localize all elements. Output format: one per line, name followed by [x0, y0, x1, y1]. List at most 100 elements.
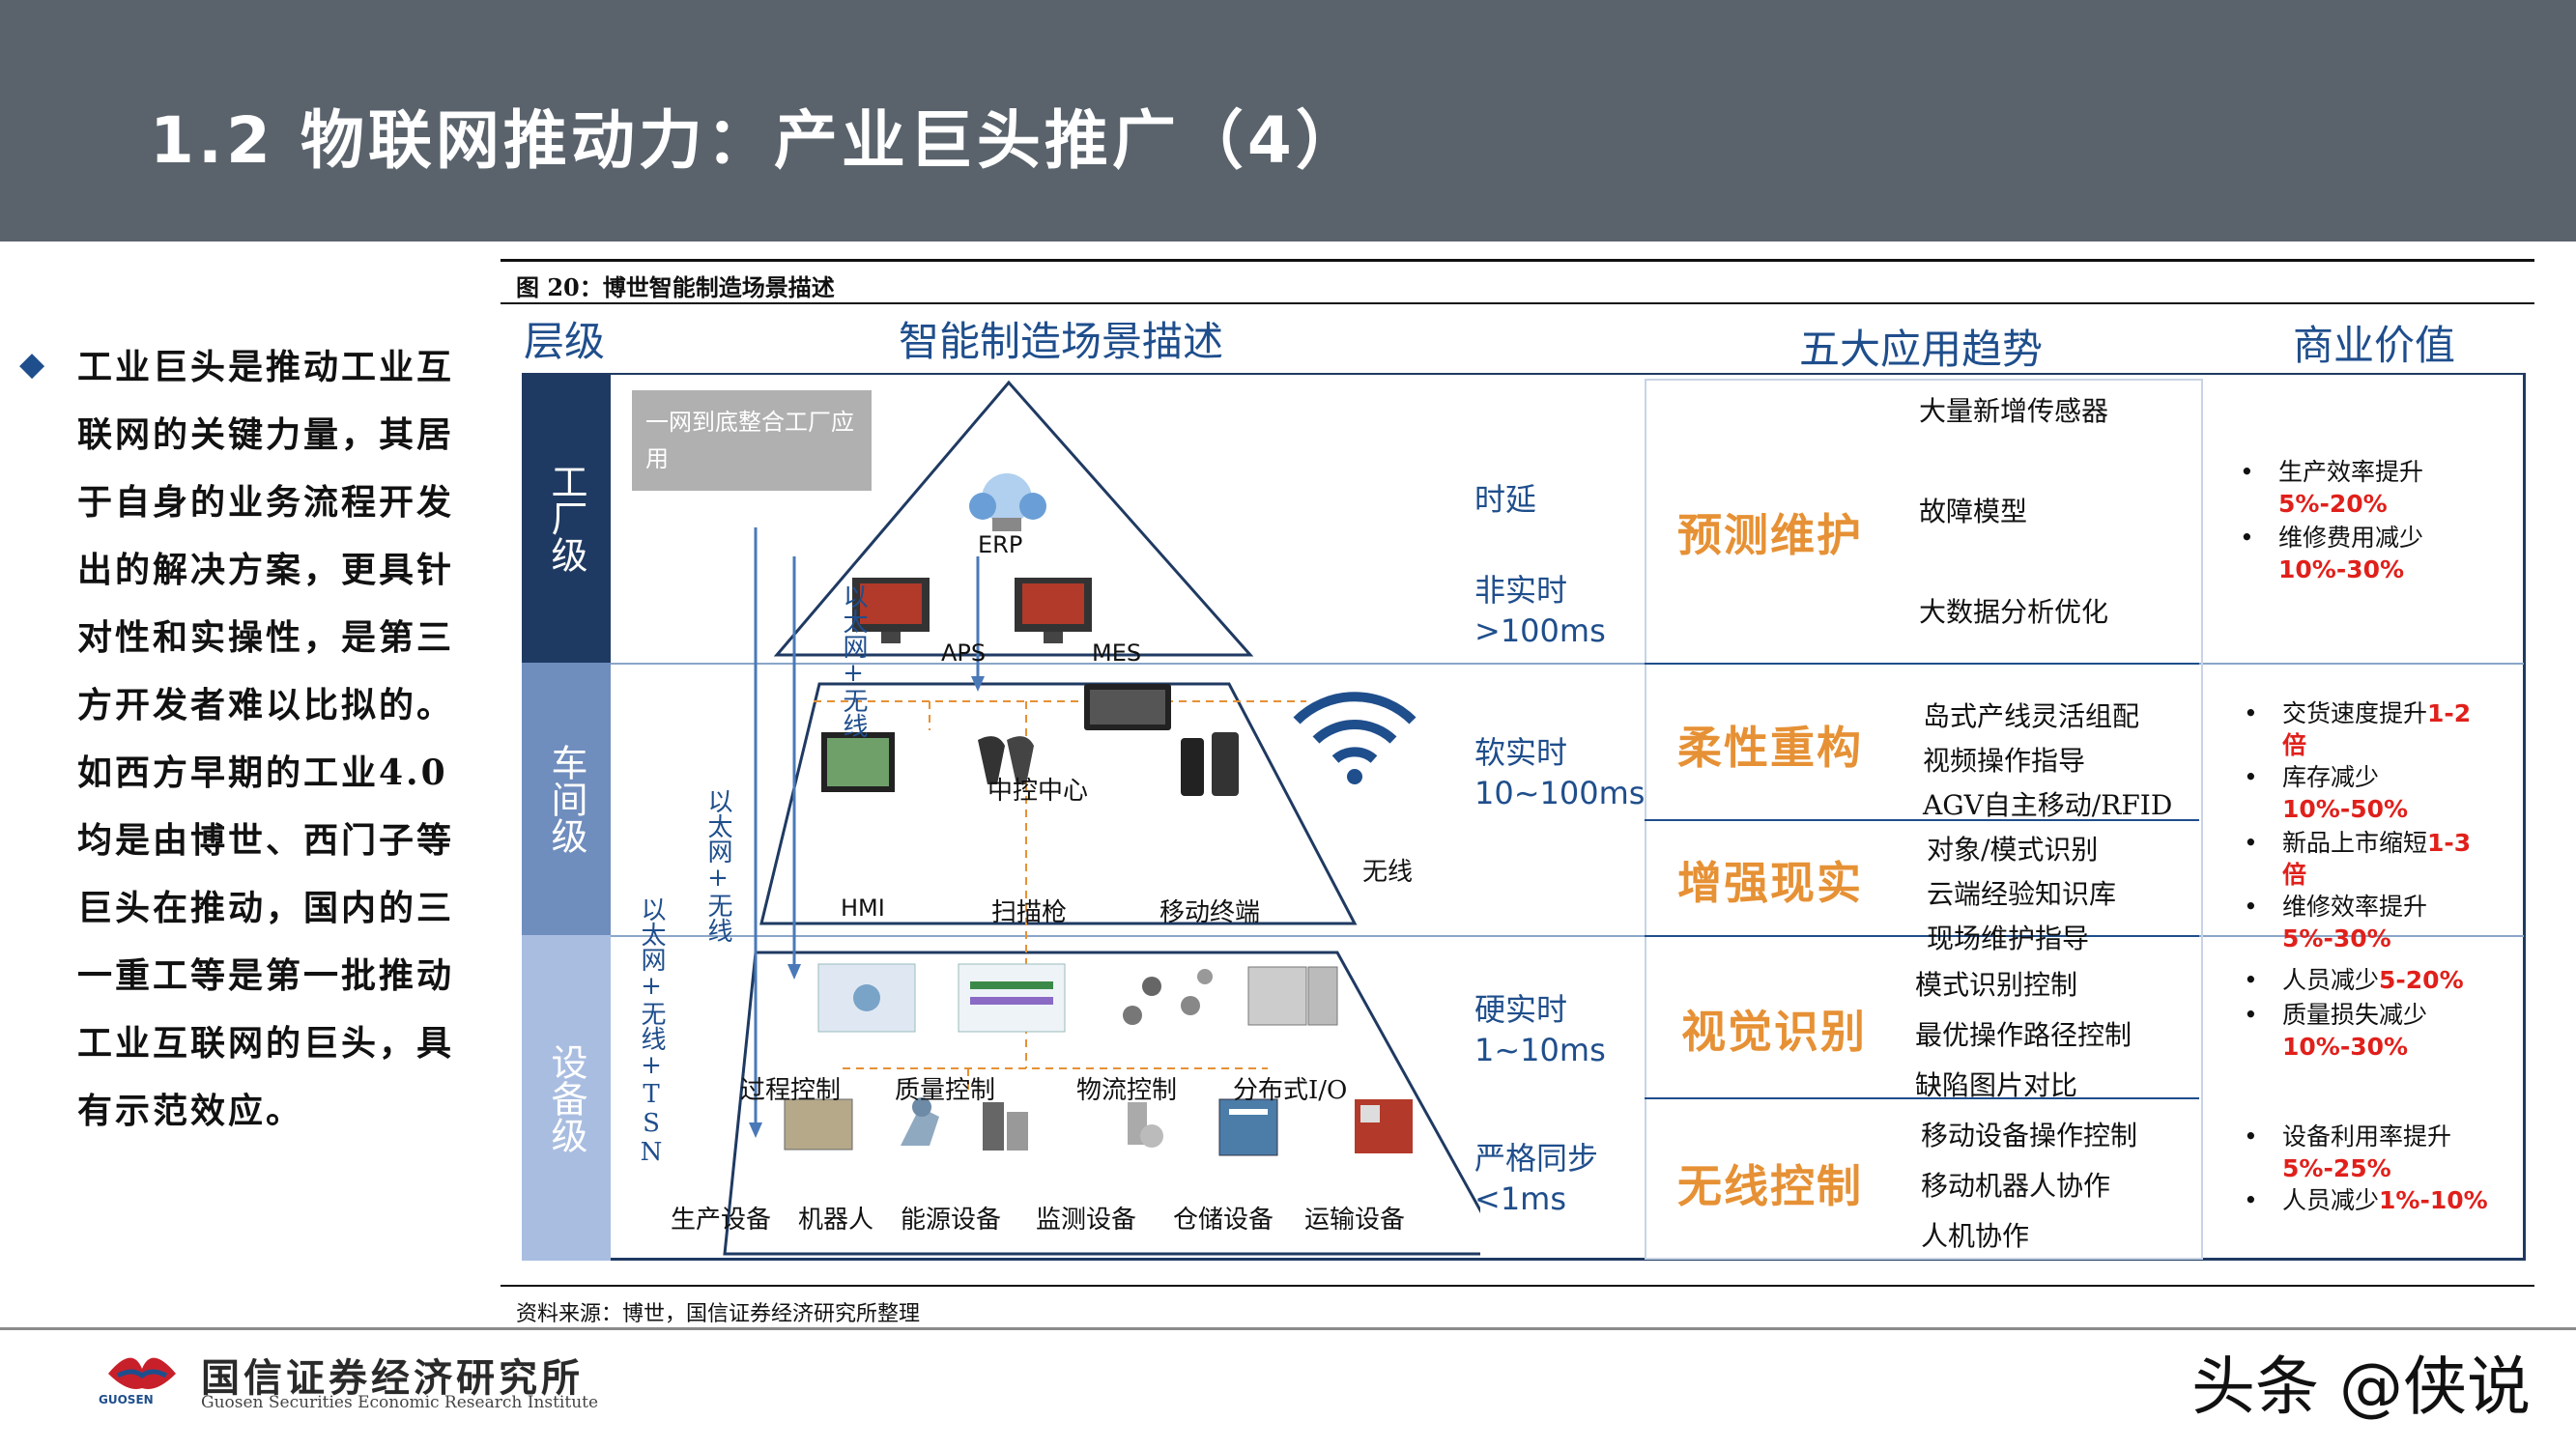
ethernet-wireless-tsn-label: 以太网+无线+TSN — [637, 896, 666, 1167]
guosen-emblem-icon — [108, 1357, 176, 1389]
energy-equipment-icon — [983, 1102, 1028, 1151]
latency-non-rt: 非实时 — [1474, 572, 1568, 609]
org-name-en: Guosen Securities Economic Research Inst… — [201, 1393, 599, 1412]
robot-icon — [901, 1097, 939, 1146]
value-g1-0: • 生产效率提升5%-20% — [2240, 456, 2491, 520]
value-g3-1-text: 质量损失减少 — [2282, 1001, 2428, 1029]
value-g2-3-text: 维修效率提升 — [2282, 893, 2428, 921]
trend-0-item-2: 大数据分析优化 — [1919, 596, 2109, 628]
value-g2-3: • 维修效率提升5%-30% — [2244, 891, 2495, 954]
ethernet-wireless-label-2: 以太网+无线 — [703, 788, 732, 943]
transport-equipment-icon — [1355, 1099, 1413, 1153]
device-label-warehouse: 仓储设备 — [1173, 1206, 1274, 1235]
figure-title-rule — [501, 302, 2534, 304]
title-bar: 1.2 物联网推动力：产业巨头推广（4） — [0, 0, 2576, 242]
level-device: 设备级 — [522, 935, 611, 1261]
diamond-bullet-icon: ◆ — [19, 345, 45, 384]
bullet-dot-icon: • — [2240, 458, 2254, 486]
production-equipment-icon — [784, 1098, 853, 1151]
trend-1-item-0: 岛式产线灵活组配 — [1923, 700, 2140, 732]
trend-4-item-1: 移动机器人协作 — [1921, 1170, 2111, 1202]
trend-sep-2 — [1645, 819, 2199, 821]
org-name: 国信证券经济研究所 — [201, 1355, 584, 1401]
control-center-icon — [1084, 684, 1171, 730]
value-g4-0-text: 设备利用率提升 — [2282, 1122, 2452, 1151]
value-g2-1: • 库存减少10%-50% — [2244, 761, 2495, 825]
trend-flexible-reconfiguration: 柔性重构 — [1677, 722, 1863, 774]
mobile-terminal-label: 移动终端 — [1159, 898, 1261, 927]
control-center-label: 中控中心 — [987, 777, 1089, 806]
figure-top-rule — [501, 259, 2534, 262]
page-title: 1.2 物联网推动力：产业巨头推广（4） — [150, 103, 1363, 178]
value-g1-1-red: 10%-30% — [2278, 555, 2405, 583]
trend-visual-recognition: 视觉识别 — [1681, 1006, 1867, 1058]
level-factory-label: 工厂级 — [545, 463, 587, 573]
ethernet-wireless-label-1: 以太网+无线 — [839, 583, 868, 738]
hmi-label: HMI — [841, 895, 885, 922]
latency-heading: 时延 — [1474, 481, 1537, 518]
latency-sync-value: <1ms — [1474, 1180, 1567, 1217]
figure-20: 图 20：博世智能制造场景描述 层级 智能制造场景描述 五大应用趋势 商业价值 … — [501, 259, 2534, 1333]
row-separator-1 — [611, 663, 2524, 665]
trend-augmented-reality: 增强现实 — [1677, 857, 1863, 909]
value-g4-0-red: 5%-25% — [2282, 1154, 2391, 1182]
device-label-process: 过程控制 — [740, 1076, 842, 1105]
logo-tag: GUOSEN — [99, 1393, 154, 1406]
device-trapezoid — [723, 951, 1480, 1256]
trend-2-item-2: 现场维护指导 — [1927, 923, 2090, 954]
value-g2-2-red: 1-3倍 — [2282, 829, 2472, 889]
level-factory: 工厂级 — [522, 373, 611, 663]
figure-title: 图 20：博世智能制造场景描述 — [516, 273, 835, 301]
trend-2-item-1: 云端经验知识库 — [1927, 878, 2117, 910]
bullet-dot-icon: • — [2244, 763, 2258, 791]
trend-sep-4 — [1645, 1097, 2199, 1099]
mes-label: MES — [1092, 639, 1142, 667]
value-g4-1-text: 人员减少 — [2282, 1186, 2380, 1214]
bullet-dot-icon: • — [2244, 829, 2258, 857]
value-g1-0-text: 生产效率提升 — [2278, 458, 2424, 486]
footer-rule — [0, 1327, 2576, 1330]
left-summary: ◆ 工业巨头是推动工业互联网的关键力量，其居于自身的业务流程开发出的解决方案，更… — [19, 333, 483, 1145]
trend-0-item-0: 大量新增传感器 — [1919, 395, 2109, 427]
col-head-value: 商业价值 — [2293, 322, 2456, 369]
trend-4-item-0: 移动设备操作控制 — [1921, 1120, 2138, 1151]
one-network-box: 一网到底整合工厂应用 — [632, 390, 872, 491]
trend-3-item-1: 最优操作路径控制 — [1915, 1019, 2132, 1051]
trend-0-item-1: 故障模型 — [1919, 496, 2028, 527]
device-label-robot: 机器人 — [798, 1206, 874, 1235]
col-head-scene: 智能制造场景描述 — [899, 318, 1224, 365]
value-g1-1: • 维修费用减少 10%-30% — [2240, 522, 2491, 585]
bullet-dot-icon: • — [2240, 524, 2254, 552]
wireless-label: 无线 — [1362, 858, 1414, 887]
device-label-logistics: 物流控制 — [1076, 1076, 1178, 1105]
trend-1-item-1: 视频操作指导 — [1923, 745, 2086, 777]
value-g1-1-text: 维修费用减少 — [2278, 524, 2424, 552]
bullet-dot-icon: • — [2244, 1186, 2258, 1214]
value-g3-0: • 人员减少5-20% — [2244, 964, 2495, 996]
trend-sep-1 — [1645, 663, 2199, 665]
device-label-monitor: 监测设备 — [1036, 1206, 1137, 1235]
table-right-rule — [2523, 373, 2526, 1261]
value-g2-0: • 交货速度提升1-2倍 — [2244, 697, 2495, 761]
latency-hard-rt: 硬实时 — [1474, 991, 1568, 1028]
summary-paragraph: 工业巨头是推动工业互联网的关键力量，其居于自身的业务流程开发出的解决方案，更具针… — [77, 347, 455, 1131]
value-g4-0: • 设备利用率提升 5%-25% — [2244, 1121, 2495, 1184]
bullet-dot-icon: • — [2244, 1122, 2258, 1151]
col-head-trends: 五大应用趋势 — [1799, 326, 2044, 373]
level-workshop: 车间级 — [522, 663, 611, 935]
logistics-control-icon — [1123, 969, 1213, 1025]
hmi-icon — [821, 732, 895, 792]
latency-non-rt-value: >100ms — [1474, 612, 1606, 649]
device-label-energy: 能源设备 — [901, 1206, 1002, 1235]
monitoring-equipment-icon — [1128, 1102, 1163, 1148]
col-head-level: 层级 — [524, 318, 606, 365]
value-g2-2-text: 新品上市缩短 — [2282, 829, 2428, 857]
scene-diagram — [723, 380, 1480, 1256]
trend-predictive-maintenance: 预测维护 — [1677, 509, 1863, 561]
scanner-label: 扫描枪 — [991, 898, 1068, 927]
trend-wireless-control: 无线控制 — [1677, 1160, 1863, 1212]
value-g2-1-text: 库存减少 — [2282, 763, 2380, 791]
value-g2-0-text: 交货速度提升 — [2282, 699, 2428, 727]
source-rule — [501, 1285, 2534, 1287]
value-g3-0-text: 人员减少 — [2282, 966, 2380, 994]
